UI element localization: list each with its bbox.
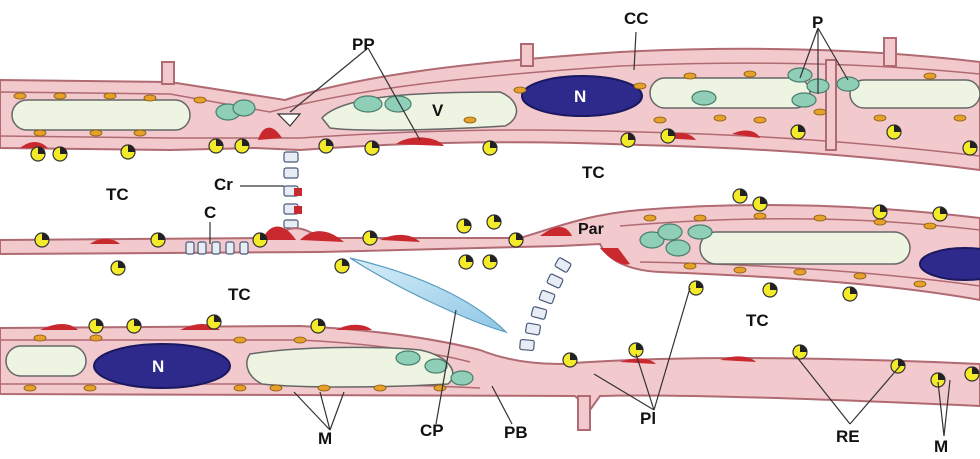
p-protein-sphere (457, 219, 471, 233)
p-protein-sphere (483, 255, 497, 269)
label-tc-3: TC (228, 286, 251, 303)
p-protein-sphere (31, 147, 45, 161)
p-protein-sphere (53, 147, 67, 161)
label-cc: CC (624, 10, 649, 27)
label-cr: Cr (214, 176, 233, 193)
label-re: RE (836, 428, 860, 445)
p-protein-sphere (509, 233, 523, 247)
label-p: P (812, 14, 823, 31)
p-protein-sphere (121, 145, 135, 159)
p-protein-sphere (661, 129, 675, 143)
p-protein-sphere (459, 255, 473, 269)
label-pb: PB (504, 424, 528, 441)
p-protein-sphere (483, 141, 497, 155)
p-protein-sphere (111, 261, 125, 275)
p-protein-sphere (843, 287, 857, 301)
label-m-1: M (318, 430, 332, 447)
p-protein-sphere (319, 139, 333, 153)
p-protein-sphere (487, 215, 501, 229)
p-protein-sphere (365, 141, 379, 155)
p-protein-sphere (35, 233, 49, 247)
label-tc-1: TC (106, 186, 129, 203)
crystal-plate (350, 258, 506, 332)
p-protein-sphere (253, 233, 267, 247)
label-pl: Pl (640, 410, 656, 427)
label-tc-4: TC (746, 312, 769, 329)
bottom-cell-strand (0, 324, 980, 430)
p-protein-sphere (151, 233, 165, 247)
label-pp: PP (352, 36, 375, 53)
label-cp: CP (420, 422, 444, 439)
label-m-2: M (934, 438, 948, 455)
p-protein-sphere (733, 189, 747, 203)
p-protein-sphere (965, 367, 979, 381)
p-protein-sphere (933, 207, 947, 221)
p-protein-sphere (963, 141, 977, 155)
p-protein-sphere (793, 345, 807, 359)
p-protein-sphere (891, 359, 905, 373)
p-protein-sphere (207, 315, 221, 329)
p-protein-sphere (873, 205, 887, 219)
p-protein-sphere (753, 197, 767, 211)
label-tc-2: TC (582, 164, 605, 181)
p-protein-sphere (89, 319, 103, 333)
p-protein-sphere (209, 139, 223, 153)
label-n-top: N (574, 88, 586, 105)
p-protein-sphere (311, 319, 325, 333)
label-v: V (432, 102, 443, 119)
p-protein-sphere (763, 283, 777, 297)
p-protein-sphere (363, 231, 377, 245)
sieve-plate-lower (520, 257, 572, 350)
label-par: Par (578, 222, 604, 238)
label-n-bottom: N (152, 358, 164, 375)
p-protein-sphere (563, 353, 577, 367)
p-protein-sphere (127, 319, 141, 333)
label-c: C (204, 204, 216, 221)
p-protein-sphere (887, 125, 901, 139)
p-protein-sphere (235, 139, 249, 153)
p-protein-sphere (335, 259, 349, 273)
p-protein-sphere (689, 281, 703, 295)
p-protein-sphere (791, 125, 805, 139)
p-protein-sphere (621, 133, 635, 147)
